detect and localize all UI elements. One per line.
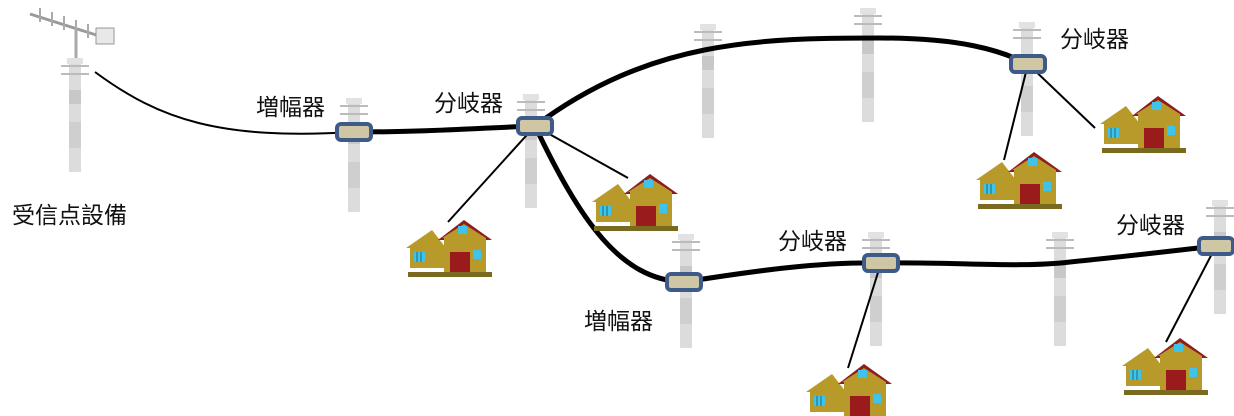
antenna-icon (29, 8, 115, 62)
house-icon (591, 173, 679, 232)
utility-pole-icon (853, 7, 883, 123)
amplifier-label: 増幅器 (256, 95, 325, 121)
utility-pole-icon (516, 93, 546, 209)
utility-pole-icon (1012, 21, 1042, 137)
house-icon (1099, 95, 1187, 154)
utility-pole-icon (60, 57, 90, 173)
cables (94, 35, 1217, 369)
splitter-label: 分岐器 (434, 91, 503, 117)
utility-pole-icon (693, 23, 723, 139)
splitter-icon (1197, 236, 1234, 256)
reception-facility-label: 受信点設備 (12, 203, 127, 229)
utility-pole-icon (861, 231, 891, 347)
house-icon (805, 363, 893, 416)
splitter-icon (862, 253, 900, 273)
splitter-label: 分岐器 (1060, 27, 1129, 53)
utility-pole-icon (339, 97, 369, 213)
amplifier-icon (335, 122, 373, 142)
utility-pole-icon (1045, 231, 1075, 347)
splitter-label: 分岐器 (778, 229, 847, 255)
house-icon (975, 151, 1063, 210)
amplifier-icon (665, 272, 703, 292)
splitter-label: 分岐器 (1116, 213, 1185, 239)
amplifier-label: 増幅器 (584, 309, 653, 335)
house-icon (405, 219, 493, 278)
splitter-icon (1009, 54, 1047, 74)
splitter-icon (516, 116, 554, 136)
house-icon (1121, 337, 1209, 396)
